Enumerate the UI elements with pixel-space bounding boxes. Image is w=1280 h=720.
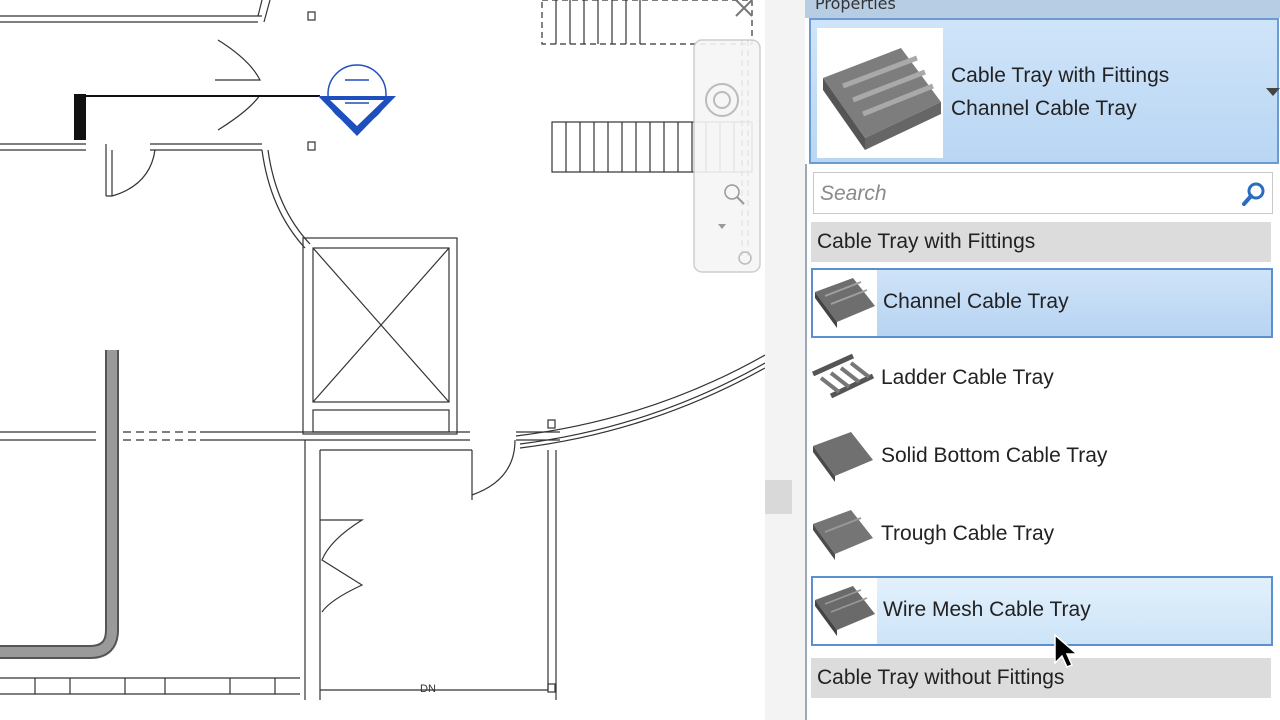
properties-title: Properties (815, 0, 896, 13)
channel-cable-tray-icon (813, 270, 877, 336)
type-family-label: Cable Tray with Fittings (951, 64, 1170, 87)
drawing-canvas[interactable]: DN (0, 0, 765, 720)
list-item-label: Trough Cable Tray (881, 522, 1055, 545)
section-marker-icon[interactable] (318, 64, 396, 136)
solid-bottom-cable-tray-icon (811, 424, 875, 490)
ladder-cable-tray-icon (811, 346, 875, 412)
group-header-with-fittings: Cable Tray with Fittings (811, 222, 1271, 262)
floor-plan-drawing: DN (0, 0, 765, 700)
close-icon (735, 0, 753, 17)
type-selector[interactable]: Cable Tray with Fittings Channel Cable T… (809, 18, 1280, 164)
group-header-without-fittings: Cable Tray without Fittings (811, 658, 1271, 698)
search-input[interactable] (818, 177, 1232, 211)
trough-cable-tray-icon (811, 502, 875, 568)
type-name-label: Channel Cable Tray (951, 97, 1137, 120)
type-dropdown-list: Cable Tray with Fittings Channel Cable T… (805, 164, 1280, 720)
navigation-bar[interactable] (693, 39, 761, 273)
properties-palette: Properties Cable Tray with Fittings Chan… (805, 0, 1280, 720)
list-item-label: Wire Mesh Cable Tray (883, 598, 1091, 621)
search-box[interactable] (813, 172, 1273, 214)
chevron-down-icon[interactable] (1266, 88, 1280, 96)
panel-splitter[interactable] (765, 0, 805, 720)
scrollbar-thumb[interactable] (765, 480, 792, 514)
mouse-cursor-icon (1054, 633, 1079, 668)
properties-header: Properties (805, 0, 1280, 18)
list-item-wire-mesh-cable-tray[interactable]: Wire Mesh Cable Tray (811, 576, 1273, 646)
list-item-label: Channel Cable Tray (883, 290, 1069, 313)
list-item-ladder-cable-tray[interactable]: Ladder Cable Tray (811, 346, 1273, 416)
channel-cable-tray-icon (817, 28, 943, 158)
list-item-label: Ladder Cable Tray (881, 366, 1054, 389)
wire-mesh-cable-tray-icon (813, 578, 877, 644)
list-item-channel-cable-tray[interactable]: Channel Cable Tray (811, 268, 1273, 338)
search-icon[interactable] (1242, 181, 1266, 207)
list-item-label: Solid Bottom Cable Tray (881, 444, 1108, 467)
stair-direction-label: DN (420, 683, 436, 695)
list-item-trough-cable-tray[interactable]: Trough Cable Tray (811, 502, 1273, 572)
list-item-solid-bottom-cable-tray[interactable]: Solid Bottom Cable Tray (811, 424, 1273, 494)
